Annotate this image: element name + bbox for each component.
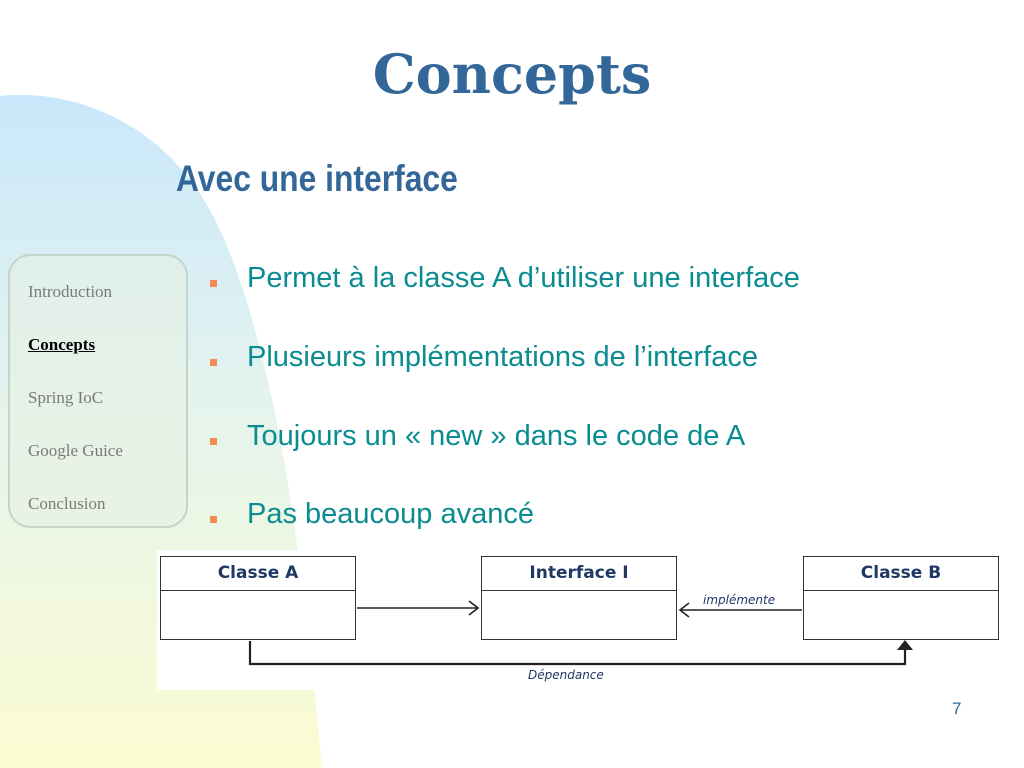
bullet-text: Pas beaucoup avancé (247, 498, 534, 530)
uses-arrow-head-icon (468, 600, 480, 616)
nav-item-conclusion[interactable]: Conclusion (28, 494, 106, 513)
nav-item-spring-ioc[interactable]: Spring IoC (28, 388, 104, 407)
interface-i-name: Interface I (482, 557, 676, 591)
interface-i-box: Interface I (481, 556, 677, 640)
dependency-label: Dépendance (528, 668, 604, 682)
bullet-text: Permet à la classe A d’utiliser une inte… (247, 262, 800, 294)
nav-item-google-guice[interactable]: Google Guice (28, 441, 123, 460)
dependency-line (248, 641, 907, 666)
implements-label: implémente (703, 593, 776, 607)
section-nav: Introduction Concepts Spring IoC Google … (8, 254, 188, 528)
class-a-name: Classe A (161, 557, 355, 591)
bullet-text: Toujours un « new » dans le code de A (247, 420, 746, 452)
bullet-marker-icon (210, 516, 217, 523)
implements-arrow-head-icon (678, 602, 690, 618)
class-a-box: Classe A (160, 556, 356, 640)
bullet-marker-icon (210, 438, 217, 445)
slide-title: Concepts (372, 42, 652, 106)
class-b-name: Classe B (804, 557, 998, 591)
nav-item-concepts[interactable]: Concepts (28, 335, 96, 354)
slide-subtitle: Avec une interface (176, 158, 458, 199)
bullet-marker-icon (210, 359, 217, 366)
page-number: 7 (952, 699, 962, 718)
nav-item-introduction[interactable]: Introduction (28, 282, 113, 301)
bullet-marker-icon (210, 280, 217, 287)
class-b-box: Classe B (803, 556, 999, 640)
bullet-text: Plusieurs implémentations de l’interface (247, 341, 758, 373)
dependency-arrow-head-icon (897, 640, 913, 650)
